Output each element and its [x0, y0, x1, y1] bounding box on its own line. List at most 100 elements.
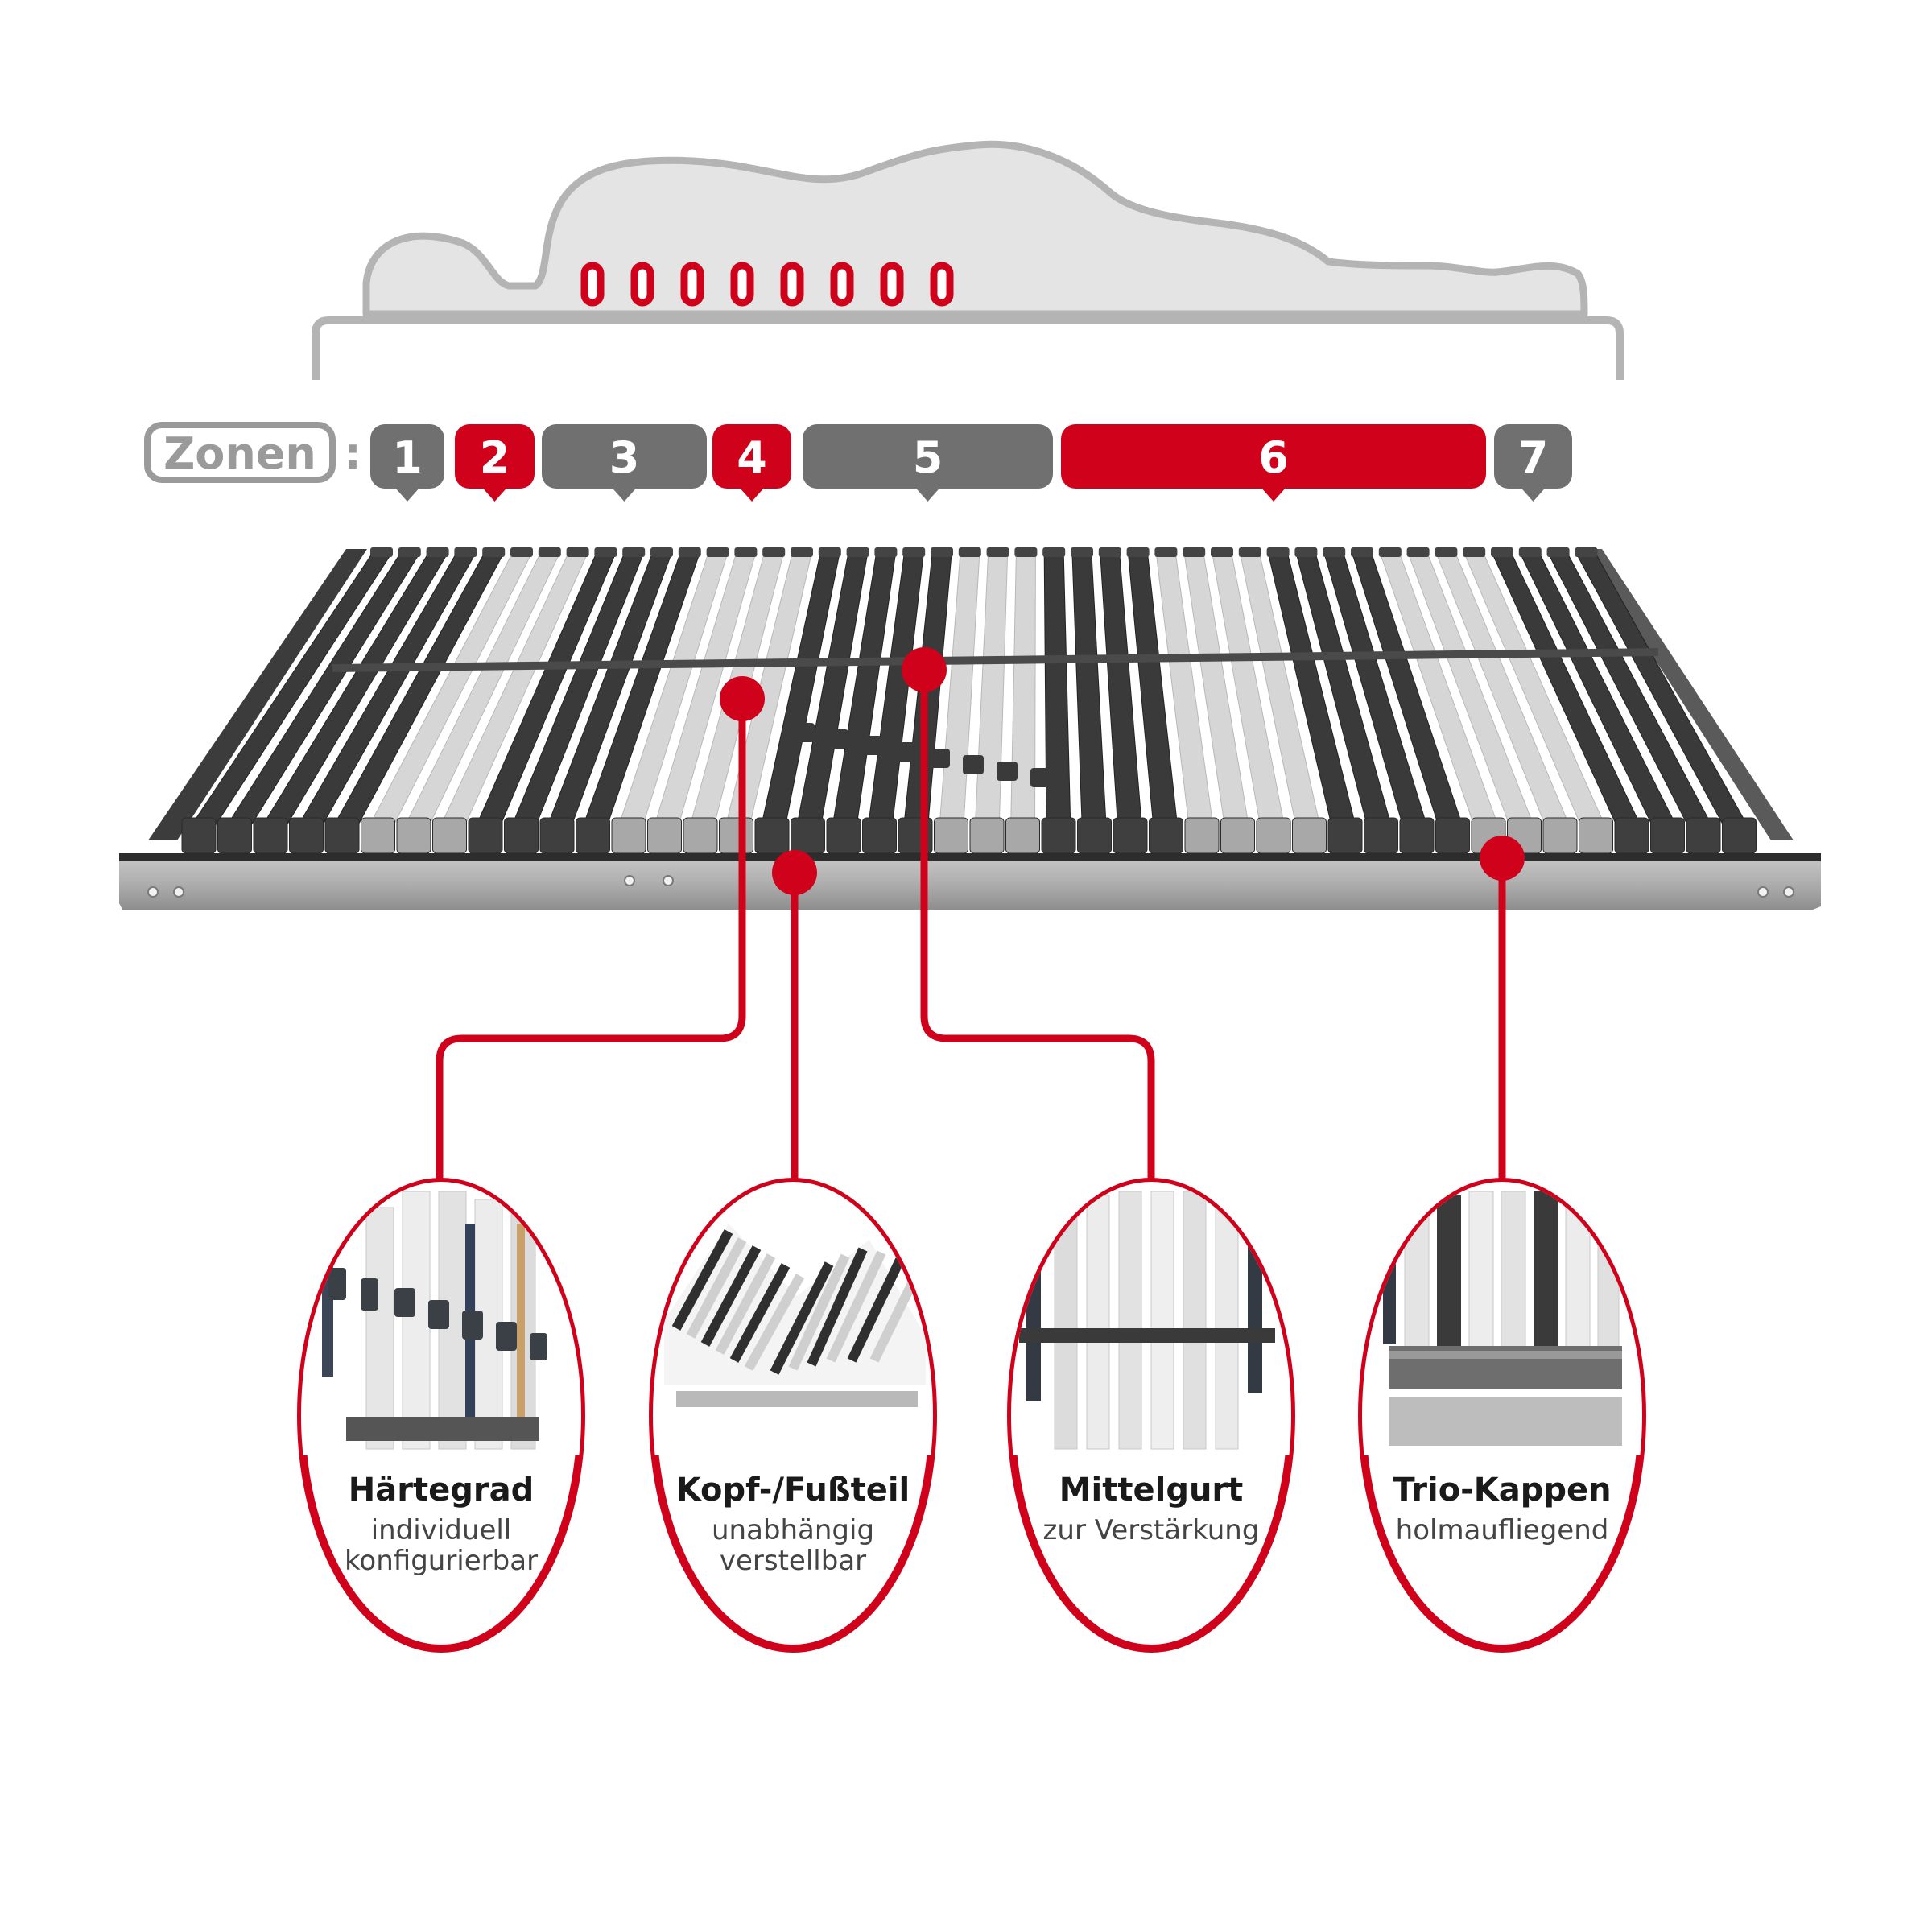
zone-tag-4: 4 [712, 424, 791, 502]
feature-subtitle-line1: unabhängig [712, 1514, 874, 1546]
hardness-slider [997, 762, 1018, 781]
pressure-point [880, 262, 904, 307]
slat-top-cap [594, 547, 617, 557]
left-side-rail [148, 549, 367, 840]
slat-top-cap [1042, 547, 1066, 557]
slat-end-cap [1579, 817, 1613, 854]
pressure-point [930, 262, 954, 307]
feature-kopf-fussteil: Kopf-/Fußteil unabhängig verstellbar [649, 1178, 937, 1653]
slat-end-cap [1614, 817, 1649, 854]
slat-end-cap [754, 817, 790, 854]
rail-rivets [147, 875, 1794, 898]
pressure-point [680, 262, 704, 307]
slat-end-cap [647, 817, 682, 854]
slat-top-cap [426, 547, 449, 557]
hardness-slider [794, 723, 815, 742]
slatted-frame [119, 547, 1821, 910]
slat-top-cap [1463, 547, 1486, 557]
slat-end-cap [1184, 817, 1220, 854]
slat-end-cap [324, 817, 360, 854]
slat-top-cap [1098, 547, 1121, 557]
slat-top-cap [1211, 547, 1233, 557]
slat-end-cap [611, 817, 646, 854]
feature-subtitle-line1: holmaufliegend [1396, 1514, 1609, 1546]
slat-end-cap [1077, 817, 1112, 854]
slat-end-cap [217, 817, 252, 854]
trio-caps-icon [1362, 1182, 1642, 1455]
slat-end-cap [396, 817, 431, 854]
slat-end-cap [1041, 817, 1076, 854]
hardness-slider [895, 742, 916, 762]
feature-title: Mittelgurt [1059, 1472, 1244, 1509]
zone-number: 1 [392, 432, 423, 483]
center-strap-icon [1011, 1182, 1291, 1455]
slat-top-cap [902, 547, 926, 557]
hardness-slider [929, 749, 950, 768]
slat-top-cap [931, 547, 953, 557]
slat-end-cap [1542, 817, 1578, 854]
hardness-slider [1030, 768, 1051, 787]
slat-end-cap [719, 817, 753, 854]
slat-end-cap [1256, 817, 1291, 854]
zone-tag-6: 6 [1061, 424, 1486, 502]
point-haertegrad [720, 676, 765, 721]
slat-end-cap [826, 817, 861, 854]
zone-tag-7: 7 [1494, 424, 1572, 502]
zone-number: 6 [1258, 432, 1289, 483]
point-mittelgurt [902, 647, 947, 692]
slat-top-cap [1294, 547, 1318, 557]
slat-top-cap [678, 547, 701, 557]
slat-end-cap [1220, 817, 1255, 854]
slat-top-cap [1014, 547, 1038, 557]
slat-top-cap [538, 547, 561, 557]
slat-top-cap [846, 547, 869, 557]
slat-top-cap [1406, 547, 1430, 557]
pressure-point [730, 262, 754, 307]
slat [1043, 553, 1071, 833]
right-side-rail [1584, 549, 1794, 840]
slat-top-cap [398, 547, 421, 557]
hardness-slider [861, 736, 882, 755]
feature-subtitle-line1: individuell [371, 1514, 512, 1546]
pressure-points [580, 262, 954, 307]
hardness-slider [828, 729, 848, 749]
slat-top-cap [650, 547, 673, 557]
slat-end-cap [504, 817, 539, 854]
feature-subtitle-line2: verstellbar [720, 1545, 866, 1577]
slat-end-cap [862, 817, 897, 854]
slat-end-cap [791, 817, 825, 854]
pressure-point [630, 262, 654, 307]
feature-haertegrad: Härtegrad individuell konfigurierbar [297, 1178, 585, 1653]
body-silhouette [362, 140, 1588, 318]
callout-points [720, 647, 1525, 895]
slat-end-cap [1686, 817, 1721, 854]
slat-top-cap [791, 547, 813, 557]
adjustable-frame-icon [653, 1182, 933, 1455]
slat-end-cap [576, 817, 610, 854]
slat-end-cap [969, 817, 1005, 854]
slat-end-cap [1650, 817, 1685, 854]
slat-end-cap [253, 817, 288, 854]
slat-top-cap [1575, 547, 1598, 557]
slat-end-cap [1435, 817, 1470, 854]
hardness-slider-icon [301, 1182, 581, 1455]
slat-top-cap [734, 547, 758, 557]
slat [974, 553, 1009, 833]
zone-tag-2: 2 [455, 424, 535, 502]
slat-end-cap [468, 817, 503, 854]
slat-end-cap [1113, 817, 1148, 854]
slat [1009, 553, 1036, 833]
pressure-point [580, 262, 605, 307]
slat-top-cap [706, 547, 729, 557]
zone-number: 2 [480, 432, 510, 483]
slat-top-cap [1266, 547, 1290, 557]
slat-end-cap [361, 817, 395, 854]
slat-end-cap [1399, 817, 1435, 854]
slat-end-cap [1722, 817, 1757, 854]
slat-top-cap [1238, 547, 1261, 557]
zone-tag-5: 5 [803, 424, 1053, 502]
slat-top-cap [874, 547, 898, 557]
zone-tag-3: 3 [542, 424, 707, 502]
slat-end-cap [1327, 817, 1363, 854]
